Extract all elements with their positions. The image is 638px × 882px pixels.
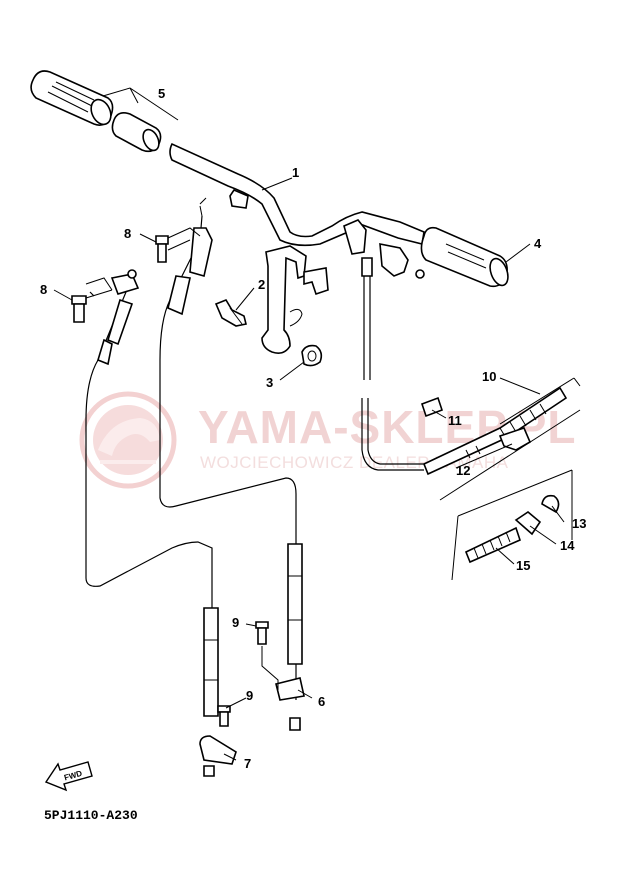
callout-11: 11 (448, 413, 462, 428)
adjuster-group (451, 469, 573, 581)
callout-9-lower: 9 (246, 688, 253, 703)
bolt-9-upper (255, 621, 279, 690)
bolt-8-upper (155, 227, 201, 263)
cable-clip (420, 396, 444, 418)
watermark-logo (79, 391, 177, 489)
callout-10: 10 (482, 369, 496, 384)
callout-2: 2 (258, 277, 265, 292)
leader-lines (53, 177, 565, 761)
left-grip-assembly (30, 70, 179, 153)
callout-5: 5 (158, 86, 165, 101)
callout-8-lower: 8 (40, 282, 47, 297)
callout-15: 15 (516, 558, 530, 573)
callout-9-upper: 9 (232, 615, 239, 630)
callout-8-upper: 8 (124, 226, 131, 241)
handlebar-bolt (214, 299, 247, 327)
callout-7: 7 (244, 756, 251, 771)
handlebar-nut (301, 344, 323, 367)
callout-6: 6 (318, 694, 325, 709)
callout-1: 1 (292, 165, 299, 180)
rear-brake-cable (85, 291, 237, 777)
callout-4: 4 (534, 236, 542, 251)
watermark: YAMA-SKLEP.PL WOJCIECHOWICZ DEALER YAMAH… (79, 391, 576, 489)
cable-holder (498, 427, 532, 451)
bolt-8-lower (71, 269, 140, 323)
callout-3: 3 (266, 375, 273, 390)
right-grip (420, 226, 509, 288)
handlebar (169, 142, 425, 354)
callout-14: 14 (560, 538, 575, 553)
bolt-9-lower (217, 705, 231, 727)
forward-arrow-icon: FWD (44, 761, 93, 792)
throttle-cable (361, 257, 581, 501)
callout-12: 12 (456, 463, 470, 478)
callout-13: 13 (572, 516, 586, 531)
front-brake-cable (159, 197, 305, 731)
diagram-code: 5PJ1110-A230 (44, 808, 138, 823)
